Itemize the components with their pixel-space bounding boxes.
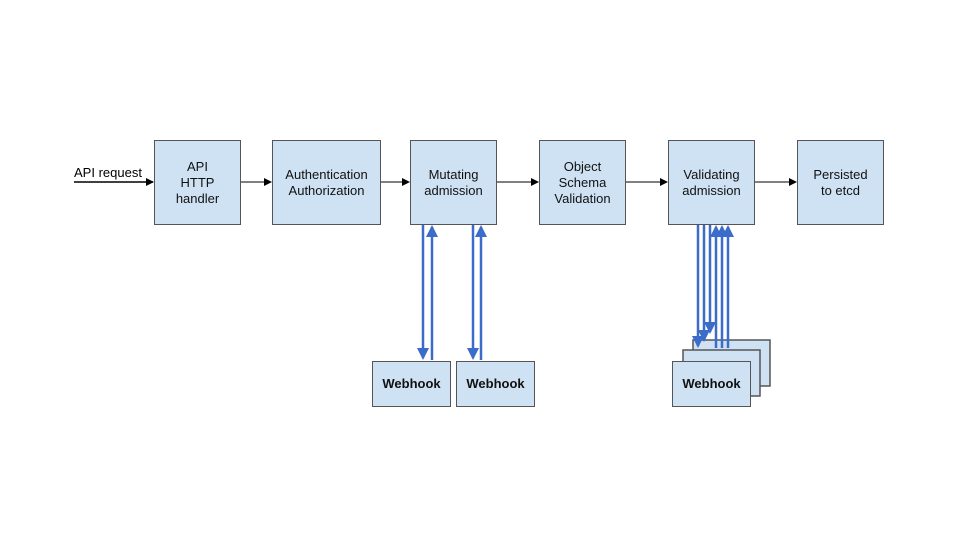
stage-label: API HTTP handler	[175, 158, 220, 206]
stage-label: Persisted to etcd	[813, 166, 868, 198]
webhook-mutating-2: Webhook	[456, 361, 535, 407]
stage-label: Object Schema Validation	[554, 158, 611, 206]
stage-persisted-to-etcd: Persisted to etcd	[797, 140, 884, 225]
api-request-label: API request	[74, 165, 142, 180]
webhook-mutating-1: Webhook	[372, 361, 451, 407]
webhook-label: Webhook	[682, 376, 741, 391]
stage-label: Authentication Authorization	[285, 166, 368, 198]
webhook-label: Webhook	[466, 376, 525, 391]
stage-api-http-handler: API HTTP handler	[154, 140, 241, 225]
webhook-label: Webhook	[382, 376, 441, 391]
stage-object-schema-validation: Object Schema Validation	[539, 140, 626, 225]
stage-label: Mutating admission	[424, 166, 483, 198]
stage-authentication-authorization: Authentication Authorization	[272, 140, 381, 225]
webhook-validating: Webhook	[672, 361, 751, 407]
stage-validating-admission: Validating admission	[668, 140, 755, 225]
stage-mutating-admission: Mutating admission	[410, 140, 497, 225]
stage-label: Validating admission	[682, 166, 741, 198]
